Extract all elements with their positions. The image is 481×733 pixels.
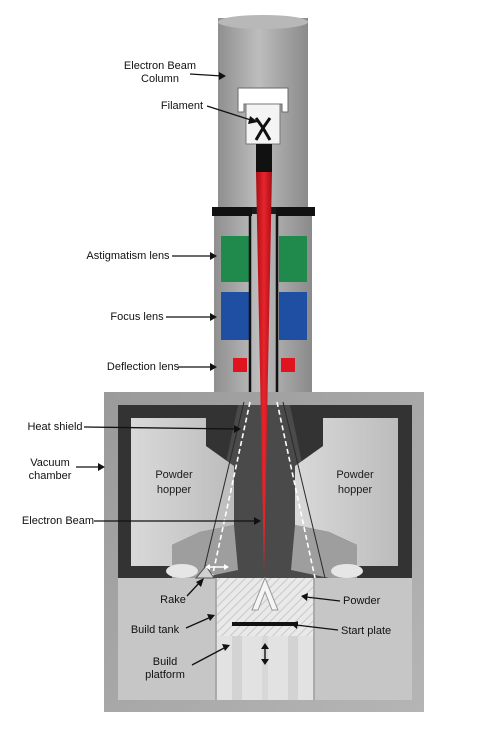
powder-hopper-right bbox=[291, 418, 398, 578]
powder-hopper-left bbox=[131, 418, 238, 578]
heat-shield bbox=[201, 401, 326, 579]
electron-beam-label: Electron Beam bbox=[22, 515, 94, 527]
powder-label: Powder bbox=[343, 595, 381, 607]
column-label-1: Electron Beam bbox=[124, 60, 196, 72]
focus-lens-label: Focus lens bbox=[110, 311, 164, 323]
astigmatism-lens-left bbox=[221, 236, 249, 282]
hopper-left-label-2: hopper bbox=[157, 484, 192, 496]
deflection-lens-label: Deflection lens bbox=[107, 361, 180, 373]
hopper-left-label-1: Powder bbox=[155, 469, 193, 481]
rake-motion-arrow-icon bbox=[205, 564, 229, 570]
vacuum-label-1: Vacuum bbox=[30, 457, 70, 469]
focus-lens-left bbox=[221, 292, 249, 340]
hopper-right-label-1: Powder bbox=[336, 469, 374, 481]
build-part bbox=[251, 576, 279, 611]
astigmatism-pointer bbox=[172, 252, 217, 260]
focus-lens-right bbox=[279, 292, 307, 340]
hopper-right-label-2: hopper bbox=[338, 484, 373, 496]
deflection-lens-left bbox=[233, 358, 247, 372]
astigmatism-lens-right bbox=[279, 236, 307, 282]
start-plate bbox=[232, 622, 298, 626]
rake bbox=[194, 565, 215, 579]
build-platform-label-1: Build bbox=[153, 656, 177, 668]
filament-icon bbox=[254, 117, 272, 141]
heat-shield-label: Heat shield bbox=[27, 421, 82, 433]
rake-label: Rake bbox=[160, 594, 186, 606]
astigmatism-lens-label: Astigmatism lens bbox=[86, 250, 170, 262]
electron-beam bbox=[256, 172, 272, 574]
filament-label: Filament bbox=[161, 100, 203, 112]
build-platform-pointer bbox=[191, 644, 230, 666]
deflection-lens-right bbox=[281, 358, 295, 372]
vacuum-pointer bbox=[76, 463, 105, 471]
build-tank-label: Build tank bbox=[131, 624, 180, 636]
deflection-pointer bbox=[178, 363, 217, 371]
vacuum-label-2: chamber bbox=[29, 470, 72, 482]
heat-shield-pointer bbox=[83, 425, 241, 433]
focus-pointer bbox=[166, 313, 217, 321]
start-plate-label: Start plate bbox=[341, 625, 391, 637]
start-plate-pointer bbox=[291, 621, 339, 631]
column-pointer bbox=[189, 72, 226, 80]
platform-motion-arrow-icon bbox=[261, 643, 269, 665]
build-platform-label-2: platform bbox=[145, 669, 185, 681]
powder-pointer bbox=[301, 593, 341, 602]
column-label-2: Column bbox=[141, 73, 179, 85]
electron-beam-pointer bbox=[94, 517, 261, 525]
filament-pointer bbox=[206, 105, 258, 124]
filament-assembly bbox=[237, 87, 289, 172]
build-tank-pointer bbox=[185, 614, 215, 629]
rake-pointer bbox=[186, 578, 204, 597]
